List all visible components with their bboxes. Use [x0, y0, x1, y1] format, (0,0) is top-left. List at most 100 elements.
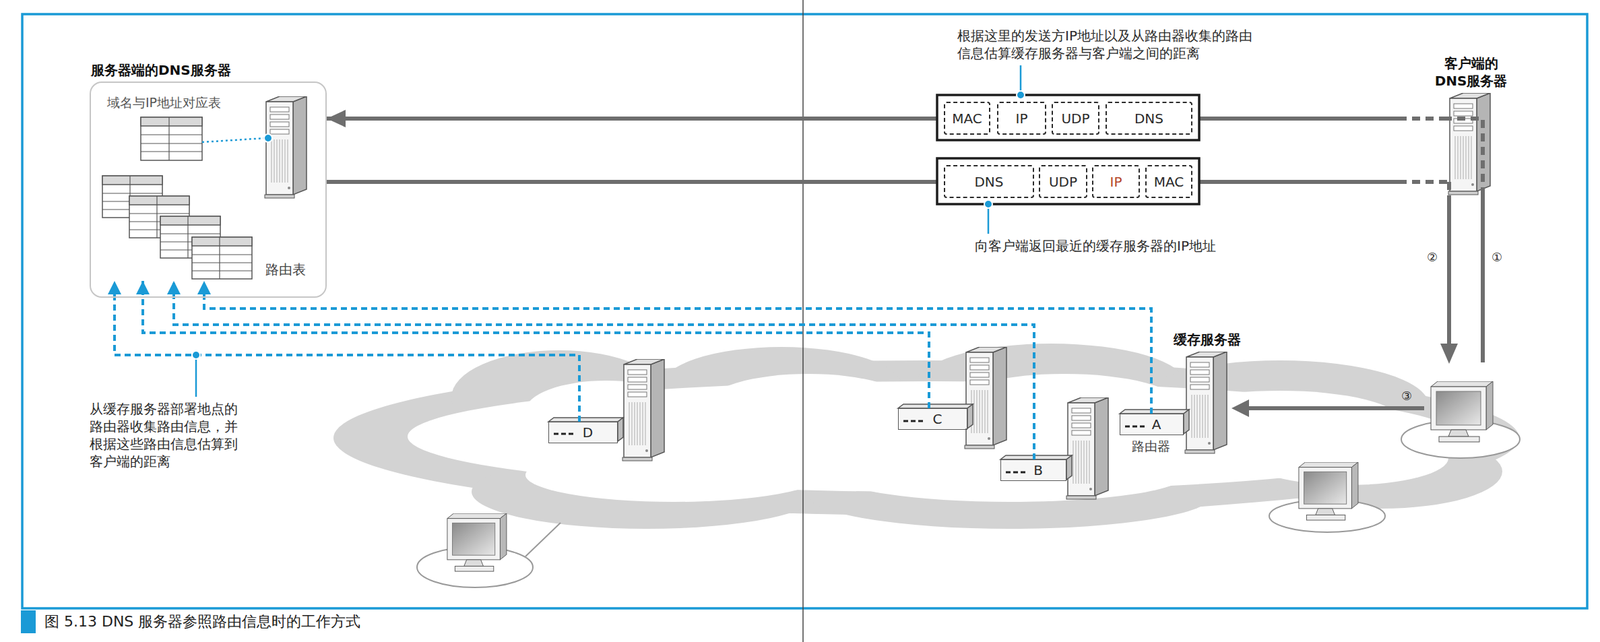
router-letter: A: [1152, 415, 1162, 434]
router-body: [553, 433, 574, 436]
packet-frame: [937, 94, 1200, 141]
router-body: [1066, 455, 1072, 480]
leader-line: [987, 208, 990, 234]
server-icon: [964, 346, 1007, 449]
connector: [136, 280, 930, 409]
connector-line: [114, 280, 580, 422]
network-cloud: [333, 343, 1520, 529]
server-heading: 缓存服务器: [1173, 330, 1241, 349]
connector-line: [142, 280, 930, 409]
routing-table-icon: [102, 175, 163, 185]
network-cloud-inner: [525, 448, 822, 502]
domain-table-icon: [140, 117, 203, 161]
field-label: UDP: [1061, 109, 1090, 128]
leader-line: [1019, 65, 1022, 91]
arrowhead: [326, 109, 346, 128]
router-body: [1005, 471, 1026, 474]
field-label: MAC: [1154, 173, 1185, 191]
text-line: 信息估算缓存服务器与客户端之间的距离: [957, 45, 1200, 62]
text-line: 根据这些路由信息估算到: [89, 435, 238, 453]
caption-mark: [20, 610, 36, 634]
server-icon: [622, 359, 665, 461]
domain-table-icon: [140, 117, 203, 161]
router-body: [1183, 409, 1190, 434]
ip-field: IP: [1092, 165, 1140, 199]
connector: [107, 280, 580, 422]
server-icon: [264, 96, 307, 199]
router-body: [617, 417, 624, 442]
connector: [326, 109, 1448, 128]
text-line: 根据这里的发送方IP地址以及从路由器收集的路由: [957, 27, 1253, 44]
field-label: IP: [1015, 109, 1029, 128]
connector: [167, 280, 1035, 460]
client-dns-server: 客户端的 DNS服务器: [1447, 93, 1495, 195]
udp-field: UDP: [1051, 101, 1100, 135]
text-line: 从缓存服务器部署地点的: [89, 400, 238, 418]
callout-number: ②: [1426, 249, 1438, 265]
mac-field: MAC: [1145, 165, 1193, 199]
leader-line: [195, 359, 198, 397]
field-label: MAC: [951, 109, 983, 128]
routing-table-icon: [129, 196, 190, 205]
arrowhead: [197, 280, 211, 295]
connector: [326, 181, 1448, 183]
ip-field: IP: [997, 101, 1047, 135]
router-body: [967, 404, 973, 429]
router-body: [1125, 425, 1145, 428]
callout-number: ①: [1491, 249, 1503, 265]
request-arrow: [1480, 195, 1485, 363]
client-pc: [1430, 381, 1493, 442]
text-line: 客户端的距离: [89, 453, 171, 470]
text-line: DNS服务器: [1434, 72, 1508, 89]
leader-dot: [984, 200, 993, 209]
connector-line: [326, 116, 1448, 121]
figure-frame: [22, 14, 1588, 609]
connector: [197, 280, 1152, 414]
pc-icon: [1298, 462, 1359, 521]
reply-arrow: [1447, 181, 1452, 196]
leader-dot: [264, 134, 273, 143]
reply-arrow: [1447, 195, 1452, 345]
field-label: IP: [1110, 173, 1123, 191]
figure-caption: 图 5.13 DNS 服务器参照路由信息时的工作方式: [44, 612, 361, 632]
leader-line: [202, 138, 266, 143]
request-arrow: [1447, 118, 1483, 196]
router-letter: C: [933, 410, 943, 428]
udp-field: UDP: [1038, 165, 1088, 199]
router-body: [903, 420, 923, 423]
dns-field: DNS: [943, 165, 1035, 199]
annotation: 从缓存服务器部署地点的 路由器收集路由信息，并 根据这些路由信息估算到 客户端的…: [89, 400, 240, 471]
part-name: 路由表: [265, 260, 306, 279]
callout-number: ③: [1401, 388, 1413, 404]
server-dns-group: 路由表服务器端的DNS服务器: [89, 81, 327, 298]
connector-line: [326, 179, 1448, 184]
routing-table-stack: 路由表: [101, 174, 310, 281]
router-body: [898, 408, 968, 429]
mac-field: MAC: [943, 101, 991, 135]
access-arrow: [1247, 406, 1425, 411]
group-heading: 服务器端的DNS服务器: [90, 61, 232, 79]
network-cloud-inner: [835, 448, 1186, 502]
network-cloud-inner: [707, 373, 910, 435]
routing-table-icon: [192, 237, 252, 279]
server-heading: 客户端的 DNS服务器: [1433, 54, 1509, 90]
arrowhead: [167, 280, 181, 295]
router-letter: D: [582, 423, 593, 442]
part-name: 路由器: [1131, 437, 1171, 455]
server-icon: [1185, 351, 1227, 454]
router-letter: B: [1033, 461, 1043, 479]
routing-table-icon: [192, 237, 252, 279]
router-body: [1000, 459, 1067, 480]
routing-table-icon: [192, 237, 252, 246]
connector-line: [204, 280, 1152, 414]
arrowhead: [1440, 343, 1458, 364]
routing-table-icon: [192, 237, 252, 279]
router-body: [1119, 413, 1184, 434]
domain-table-icon: [140, 117, 203, 126]
annotation: 根据这里的发送方IP地址以及从路由器收集的路由 信息估算缓存服务器与客户端之间的…: [957, 26, 1255, 62]
packet-frame: [937, 158, 1200, 205]
